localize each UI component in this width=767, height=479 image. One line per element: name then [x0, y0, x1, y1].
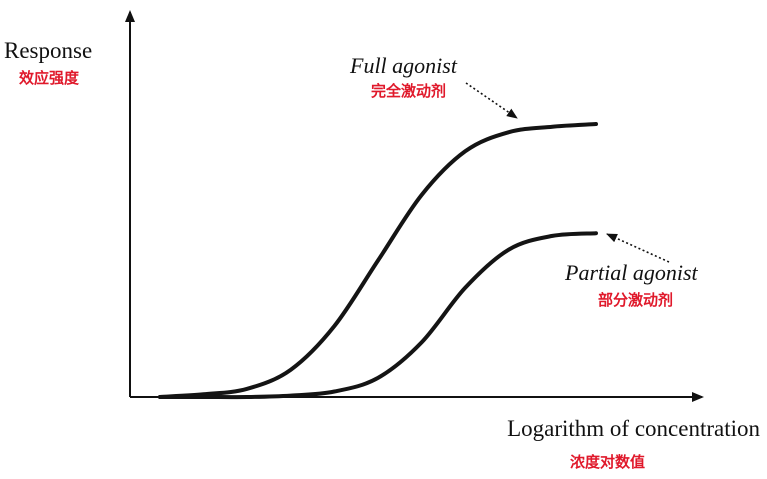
full-agonist-pointer-arrow — [465, 82, 518, 119]
y-axis-label-cn: 效应强度 — [19, 69, 80, 87]
full-agonist-label: Full agonist — [349, 53, 458, 78]
partial-agonist-label: Partial agonist — [564, 260, 699, 285]
x-axis-label: Logarithm of concentration — [507, 416, 760, 441]
full-agonist-label-cn: 完全激动剂 — [371, 82, 446, 100]
full-agonist-curve — [158, 122, 598, 399]
partial-agonist-curve — [158, 231, 598, 400]
x-axis-label-cn: 浓度对数值 — [570, 453, 645, 471]
partial-agonist-pointer-arrow — [606, 233, 670, 263]
y-axis-label: Response — [4, 38, 92, 63]
partial-agonist-label-cn: 部分激动剂 — [598, 291, 673, 309]
